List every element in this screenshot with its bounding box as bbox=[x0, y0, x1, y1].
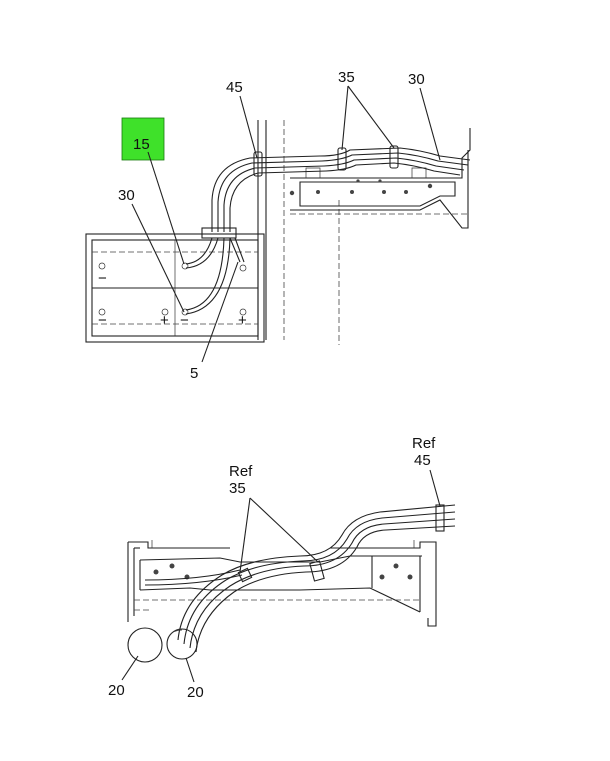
callout-5: 5 bbox=[190, 365, 198, 382]
callout-45: 45 bbox=[414, 452, 431, 469]
frame-rail-vertical bbox=[257, 120, 340, 345]
callout-35: 35 bbox=[338, 69, 355, 86]
callout-35: 35 bbox=[229, 480, 246, 497]
callout-ref-35: Ref bbox=[229, 463, 253, 480]
callout-20: 20 bbox=[187, 684, 204, 701]
bottom-view: Ref 35 Ref 45 20 20 bbox=[108, 435, 456, 701]
top-view: − − + − + 45 35 30 15 30 bbox=[85, 69, 471, 382]
crossmember-bracket bbox=[289, 128, 471, 229]
callout-15: 15 bbox=[133, 136, 150, 153]
cable-bundle-top bbox=[211, 145, 471, 232]
battery-terminals bbox=[127, 627, 198, 663]
callout-45: 45 bbox=[226, 79, 243, 96]
minus-mark: − bbox=[98, 270, 107, 287]
minus-mark: − bbox=[98, 312, 107, 329]
callout-20: 20 bbox=[108, 682, 125, 699]
minus-mark: − bbox=[180, 312, 189, 329]
callout-ref-45: Ref bbox=[412, 435, 436, 452]
plus-mark: + bbox=[238, 312, 247, 329]
crossmember-bottom bbox=[127, 540, 437, 627]
cable-bundle-bottom bbox=[144, 504, 456, 653]
plus-mark: + bbox=[160, 312, 169, 329]
leader-lines-top bbox=[131, 85, 441, 363]
leader-lines-bottom bbox=[121, 469, 441, 683]
highlight-box-15 bbox=[121, 117, 165, 161]
battery-box: − − + − + bbox=[85, 227, 265, 343]
callout-30: 30 bbox=[118, 187, 135, 204]
callout-30: 30 bbox=[408, 71, 425, 88]
